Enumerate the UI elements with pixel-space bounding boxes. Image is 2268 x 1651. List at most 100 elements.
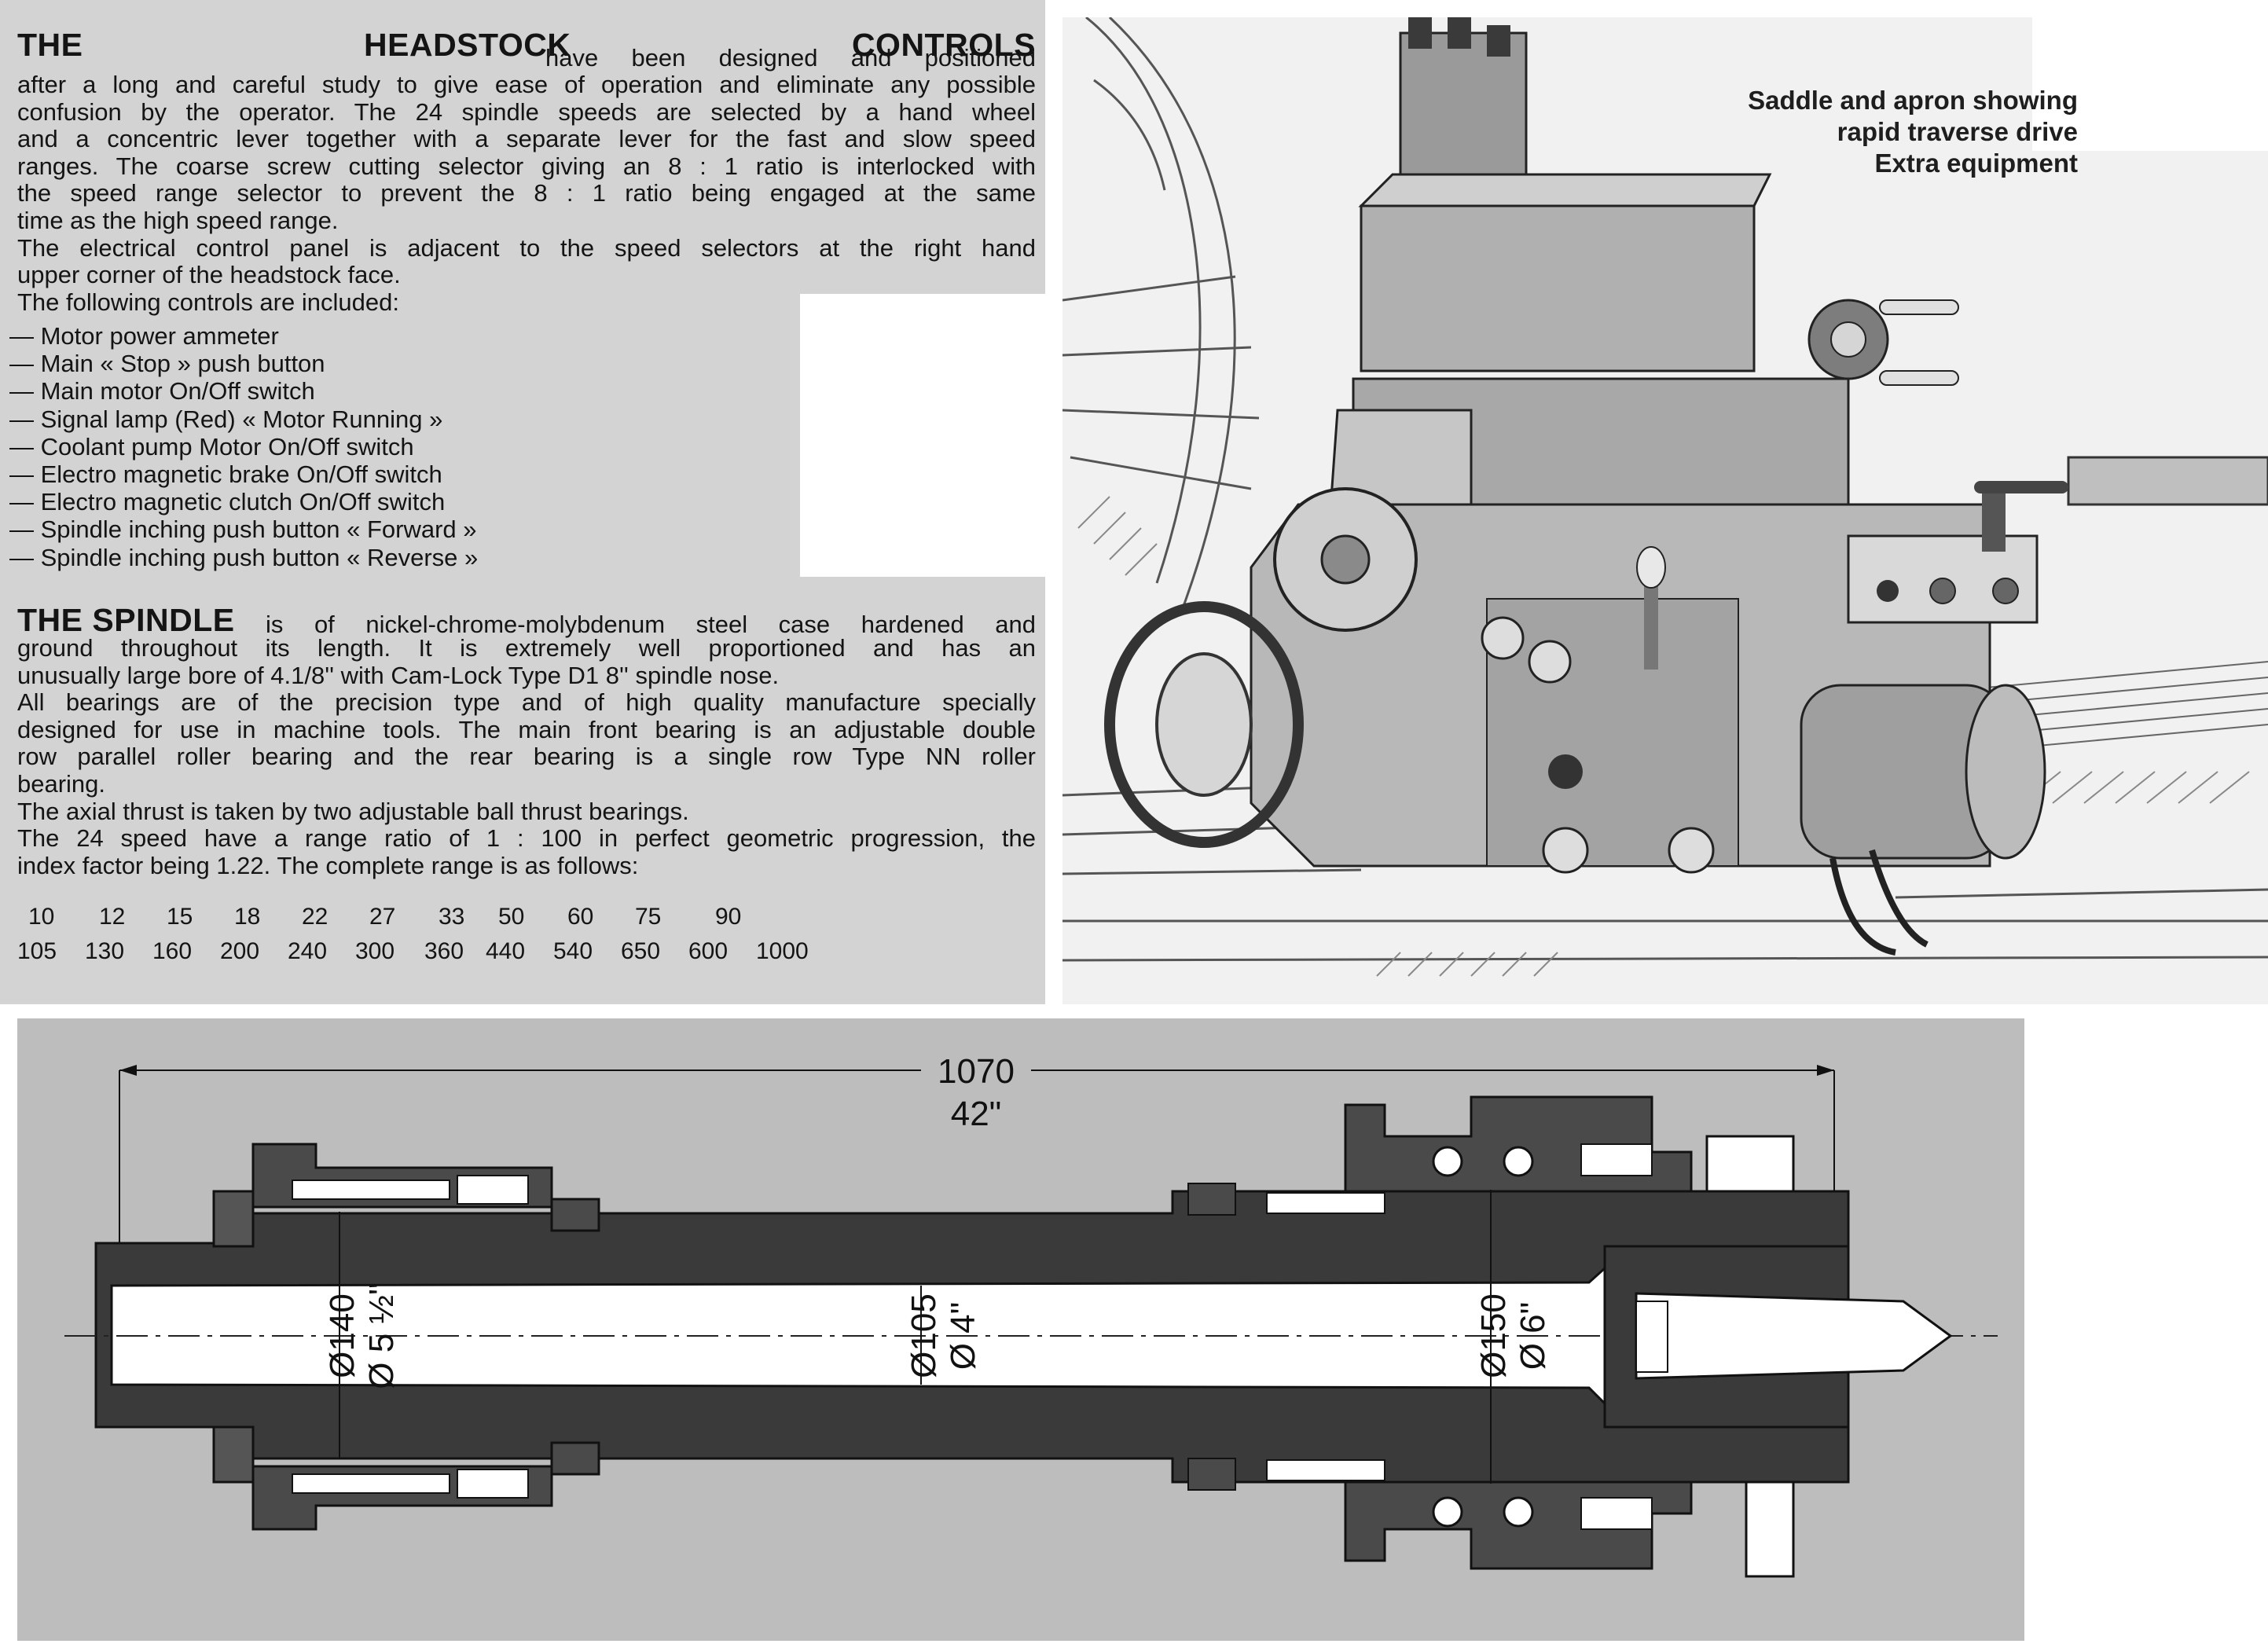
front-roller-bottom [1503,1496,1534,1528]
rear-bearing-top [457,1175,529,1205]
compound-slide-top [1358,173,1772,207]
lever-knob [1636,546,1666,589]
cam-lock-top [1705,1135,1795,1193]
speed-value: 60 [567,904,594,930]
overall-length-mm: 1070 [938,1052,1015,1091]
headstock-first-line: THE HEADSTOCK CONTROLS [17,29,1036,89]
headstock-line-5: the speed range selector to prevent the … [17,179,1036,207]
overall-length-in: 42" [951,1095,1002,1133]
front-roller-bottom [1432,1496,1463,1528]
control-item: — Spindle inching push button « Reverse … [9,543,479,571]
thrust-bearing-bottom [1580,1497,1653,1530]
speed-value: 440 [486,938,526,964]
spindle-line-0: is of nickel-chrome-molybdenum steel cas… [266,611,1036,638]
headstock-heading: THE HEADSTOCK CONTROLS [17,27,1036,63]
tool-post-screw [1408,17,1432,49]
control-item: — Main « Stop » push button [9,350,325,378]
control-item: — Electro magnetic clutch On/Off switch [9,488,446,516]
apron-knob [1548,754,1583,789]
spindle-line-1: ground throughout its length. It is extr… [17,634,1036,662]
headstock-line-1: after a long and careful study to give e… [17,71,1036,98]
dia-right-in: Ø 6" [1514,1302,1552,1370]
apron-handwheel-hub [1320,534,1371,585]
caption-line: Extra equipment [1874,149,2078,178]
apron-knob [1668,827,1715,874]
speed-value: 300 [355,938,395,964]
spindle-paragraph: THE SPINDLE is of nickel-chrome-molybden… [17,604,1036,879]
live-center [1635,1292,1953,1380]
apron-lever [1644,575,1658,670]
spindle-first-line: THE SPINDLE is of nickel-chrome-molybden… [17,604,1036,638]
speed-value: 50 [498,904,525,930]
rapid-traverse-lever [1982,489,2006,552]
speed-value: 200 [220,938,260,964]
motor-end-cap [1965,684,2046,860]
headstock-line-2: confusion by the operator. The 24 spindl… [17,97,1036,126]
rear-bearing-bottom [457,1469,529,1499]
front-spacer-top [1266,1192,1385,1214]
handwheel-handle [1879,370,1959,386]
background-sketch [1062,17,2268,962]
gear-hub-bottom [1187,1458,1236,1491]
apron-face-plate [1486,598,1739,867]
headstock-line-4: ranges. The coarse screw cutting selecto… [17,152,1036,180]
speed-value: 160 [152,938,193,964]
traverse-handwheel [1104,601,1304,848]
headstock-line-8: upper corner of the headstock face. [17,261,401,289]
handwheel-handle [1879,299,1959,315]
controls-list: — Motor power ammeter — Main « Stop » pu… [9,322,478,571]
gear-hub-top [1187,1183,1236,1216]
speed-value: 105 [17,938,57,964]
control-item: — Signal lamp (Red) « Motor Running » [9,405,443,433]
speed-value: 1000 [756,938,809,964]
text-panel: THE HEADSTOCK CONTROLS have been designe… [0,0,1045,1004]
speed-value: 90 [715,904,742,930]
center-shank [1635,1301,1668,1373]
saddle-apron-illustration [1062,17,2268,977]
control-item: — Electro magnetic brake On/Off switch [9,460,442,489]
headstock-line-0: have been designed and positioned [545,44,1036,72]
speed-value: 10 [28,904,55,930]
headstock-line-3: and a concentric lever together with a s… [17,125,1036,153]
speed-value: 27 [369,904,396,930]
rear-thread-top [292,1180,450,1200]
front-roller-top [1432,1146,1463,1177]
tool-post-screw [1448,17,1471,49]
apron-knob [1481,616,1525,660]
speed-value: 650 [621,938,661,964]
control-knob [1992,578,2019,604]
cam-lock-bottom [1745,1480,1795,1578]
speed-value: 33 [439,904,465,930]
apron-knob [1542,827,1589,874]
spindle-heading: THE SPINDLE [17,602,235,638]
caption-line: Saddle and apron showing [1748,86,2078,115]
rear-cap-bottom [550,1441,600,1476]
dimension-arrow [119,1065,137,1076]
headstock-paragraph: THE HEADSTOCK CONTROLS [17,29,1036,89]
caption-line: rapid traverse drive [1837,117,2078,146]
control-knob [1877,580,1899,602]
front-spacer-bottom [1266,1459,1385,1481]
rear-cap-top [550,1198,600,1232]
rear-thread-bottom [292,1473,450,1494]
speed-value: 22 [302,904,328,930]
spindle-line-4: designed for use in machine tools. The m… [17,715,1036,743]
dia-right-mm: Ø150 [1474,1293,1513,1378]
motor-cable [1869,849,1929,948]
dia-left-in: Ø 5 ½" [362,1282,401,1389]
handwheel-hub [1830,321,1866,358]
headstock-line-6: time as the high speed range. [17,206,339,234]
control-item: — Coolant pump Motor On/Off switch [9,432,414,460]
dia-mid-mm: Ø105 [905,1293,943,1378]
apron-knob [1528,640,1572,684]
control-item: — Spindle inching push button « Forward … [9,515,477,544]
control-knob [1929,578,1956,604]
blank-area [800,294,1045,577]
control-item: — Motor power ammeter [9,322,279,350]
blank-area [2032,17,2268,151]
speed-value: 240 [288,938,328,964]
tool-post-screw [1487,25,1510,57]
speed-value: 12 [99,904,126,930]
headstock-body: after a long and careful study to give e… [17,71,1036,316]
speed-value: 75 [635,904,662,930]
